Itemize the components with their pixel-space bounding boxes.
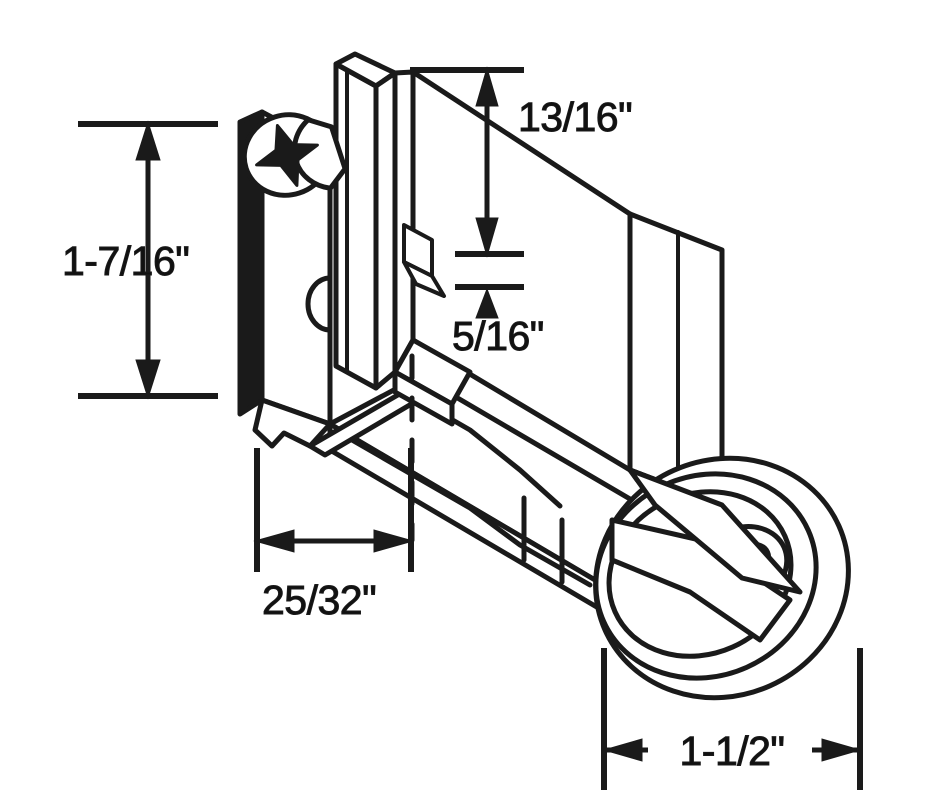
arrow-up: [135, 120, 161, 161]
dimension-label-height-upper-slot: 13/16": [518, 94, 632, 140]
rail-base-shelf-front: [392, 369, 455, 427]
arrow-down: [475, 217, 499, 258]
dimension-height-overall: 1-7/16": [62, 120, 218, 400]
phillips-cross-icon: [255, 124, 319, 187]
housing-rail-side-face: [373, 70, 398, 391]
dimension-width-bracket: 25/32": [253, 448, 415, 624]
dimension-diameter-wheel: 1-1/2": [601, 648, 863, 790]
dimension-label-height-overall: 1-7/16": [62, 238, 189, 284]
dimension-label-height-lower-gap: 5/16": [452, 313, 544, 359]
arrow-up: [475, 287, 499, 319]
screw-head-barrel: [291, 117, 348, 191]
arrow-left: [253, 529, 295, 553]
dimension-height-upper-slot: 13/16": [410, 66, 633, 258]
arrow-down: [135, 359, 161, 400]
arrow-left: [602, 738, 643, 762]
wheel-fork-upper: [627, 467, 803, 595]
dimension-label-width-bracket: 25/32": [262, 577, 376, 623]
plate-boss-arc: [305, 275, 333, 333]
housing-rail-front-face: [333, 61, 379, 391]
arrow-right: [821, 738, 862, 762]
dimension-layer: 1-7/16" 13/16" 5/16": [62, 66, 863, 790]
rail-notch-shelf: [402, 260, 446, 298]
part-geometry: [237, 51, 851, 701]
arrow-up: [475, 66, 499, 107]
dimension-label-diameter-wheel: 1-1/2": [679, 728, 784, 774]
dimension-height-lower-gap: 5/16": [452, 284, 545, 360]
arrow-right: [373, 529, 415, 553]
housing-rail-inner-web: [392, 69, 416, 375]
